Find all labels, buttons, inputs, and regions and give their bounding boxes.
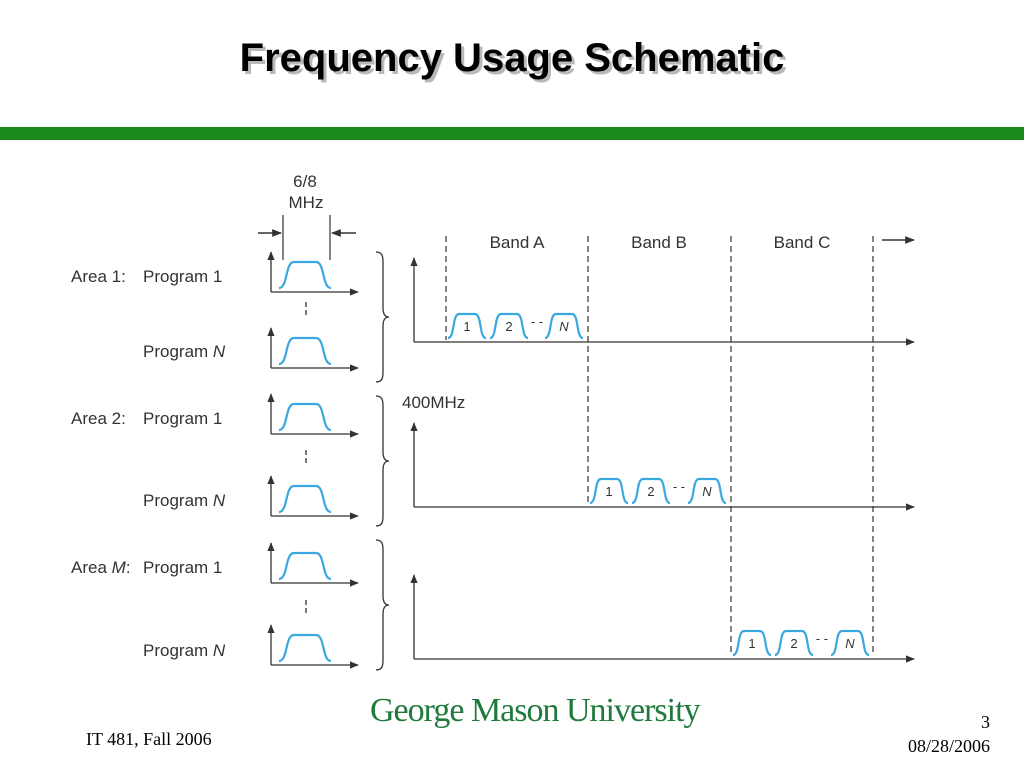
- title-underline-bar: [0, 127, 1024, 140]
- band-b-label: Band B: [631, 233, 687, 252]
- svg-text:1: 1: [748, 636, 755, 651]
- areaM-band-spectrum: 1 2 - - N: [410, 574, 915, 663]
- area2-brace: [375, 395, 390, 527]
- area-2-program-1-label: Program 1: [143, 409, 222, 428]
- area2-band-spectrum: 1 2 - - N: [410, 422, 915, 511]
- mini-spectrum-areaM-program1: [267, 542, 359, 587]
- svg-text:N: N: [702, 484, 712, 499]
- area-1-program-n-label: Program N: [143, 342, 226, 361]
- frequency-schematic-diagram: 6/8 MHz Area 1: Program 1 Program N Area…: [71, 172, 915, 671]
- university-logo: George Mason University: [370, 692, 701, 729]
- areaM-brace: [375, 539, 390, 671]
- area1-band-spectrum: 1 2 - - N: [410, 257, 915, 346]
- area-2-program-n-label: Program N: [143, 491, 226, 510]
- svg-text:- -: - -: [673, 479, 685, 494]
- mini-spectrum-area1-program1: [267, 251, 359, 296]
- svg-text:N: N: [845, 636, 855, 651]
- slide-date: 08/28/2006: [907, 736, 990, 756]
- svg-text:2: 2: [647, 484, 654, 499]
- svg-text:- -: - -: [816, 631, 828, 646]
- area-m-program-1-label: Program 1: [143, 558, 222, 577]
- mini-spectrum-area1-programN: [267, 327, 359, 372]
- frequency-400mhz-label: 400MHz: [402, 393, 465, 412]
- svg-text:1: 1: [463, 319, 470, 334]
- area-m-label: Area M:: [71, 558, 131, 577]
- mini-spectrum-area2-program1: [267, 393, 359, 438]
- course-footer: IT 481, Fall 2006: [86, 729, 212, 749]
- svg-text:2: 2: [790, 636, 797, 651]
- svg-text:- -: - -: [531, 314, 543, 329]
- band-c-label: Band C: [774, 233, 831, 252]
- svg-text:2: 2: [505, 319, 512, 334]
- slide-title: Frequency Usage Schematic: [239, 36, 785, 80]
- channel-width-value: 6/8: [293, 172, 317, 191]
- page-number: 3: [981, 712, 990, 732]
- area1-brace: [375, 251, 390, 383]
- svg-text:N: N: [559, 319, 569, 334]
- area-2-label: Area 2:: [71, 409, 126, 428]
- area-1-program-1-label: Program 1: [143, 267, 222, 286]
- mini-spectrum-areaM-programN: [267, 624, 359, 669]
- band-a-label: Band A: [490, 233, 545, 252]
- mini-spectrum-area2-programN: [267, 475, 359, 520]
- slide-footer-right: 3 08/28/2006: [908, 710, 990, 758]
- svg-text:1: 1: [605, 484, 612, 499]
- area-m-program-n-label: Program N: [143, 641, 226, 660]
- area-1-label: Area 1:: [71, 267, 126, 286]
- channel-width-unit: MHz: [289, 193, 324, 212]
